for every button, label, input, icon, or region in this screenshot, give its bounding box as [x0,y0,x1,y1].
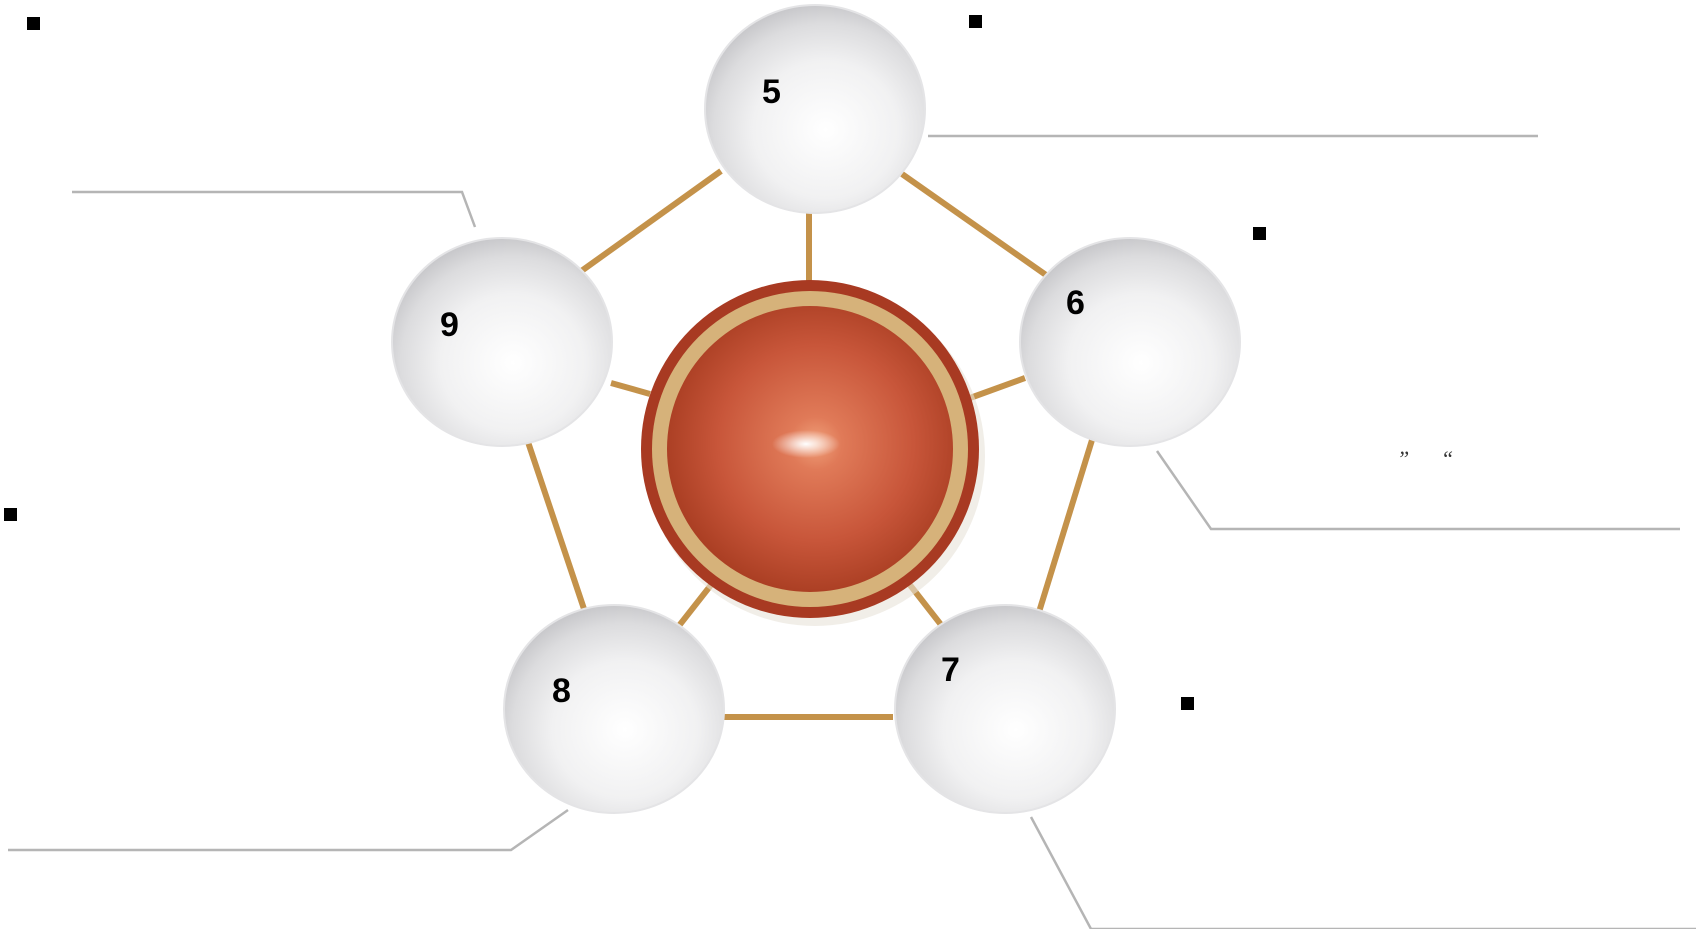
node-9-label: 9 [440,306,459,344]
node-8-circle [503,604,725,814]
node-9: 9 [391,237,613,447]
central-hub [641,280,985,626]
pentagon-edges [525,168,1095,720]
node-8: 8 [503,604,725,814]
edge-5-6 [900,171,1048,278]
edge-9-5 [578,168,723,275]
edge-6-7 [1036,439,1095,613]
node-5: 5 [704,4,926,214]
bullet-marker-top-right [969,15,982,28]
bullet-marker-node-6 [1253,227,1266,240]
node-7-label: 7 [941,651,960,689]
spoke-8 [675,583,714,629]
leader-line-8 [8,808,569,852]
bullet-markers [4,15,1266,710]
spoke-6 [968,375,1027,401]
spoke-9 [610,380,651,397]
node-6: 6 [1019,237,1241,447]
node-7: 7 [894,604,1116,814]
leader-lines [8,134,1696,929]
edge-8-9 [525,441,587,610]
quote-mark-open: ” [1397,446,1409,471]
leader-line-9 [72,190,477,228]
quote-mark-close: “ [1441,446,1453,471]
node-8-label: 8 [552,672,571,710]
leader-line-6 [1155,450,1680,531]
node-6-circle [1019,237,1241,447]
node-9-circle [391,237,613,447]
hub-glint [772,430,840,458]
leader-line-7 [1029,816,1696,929]
bullet-marker-top-left [27,17,40,30]
bullet-marker-node-7 [1181,697,1194,710]
node-5-label: 5 [762,73,781,111]
node-6-label: 6 [1066,284,1085,322]
node-7-circle [894,604,1116,814]
bullet-marker-left [4,508,17,521]
node-5-circle [704,4,926,214]
